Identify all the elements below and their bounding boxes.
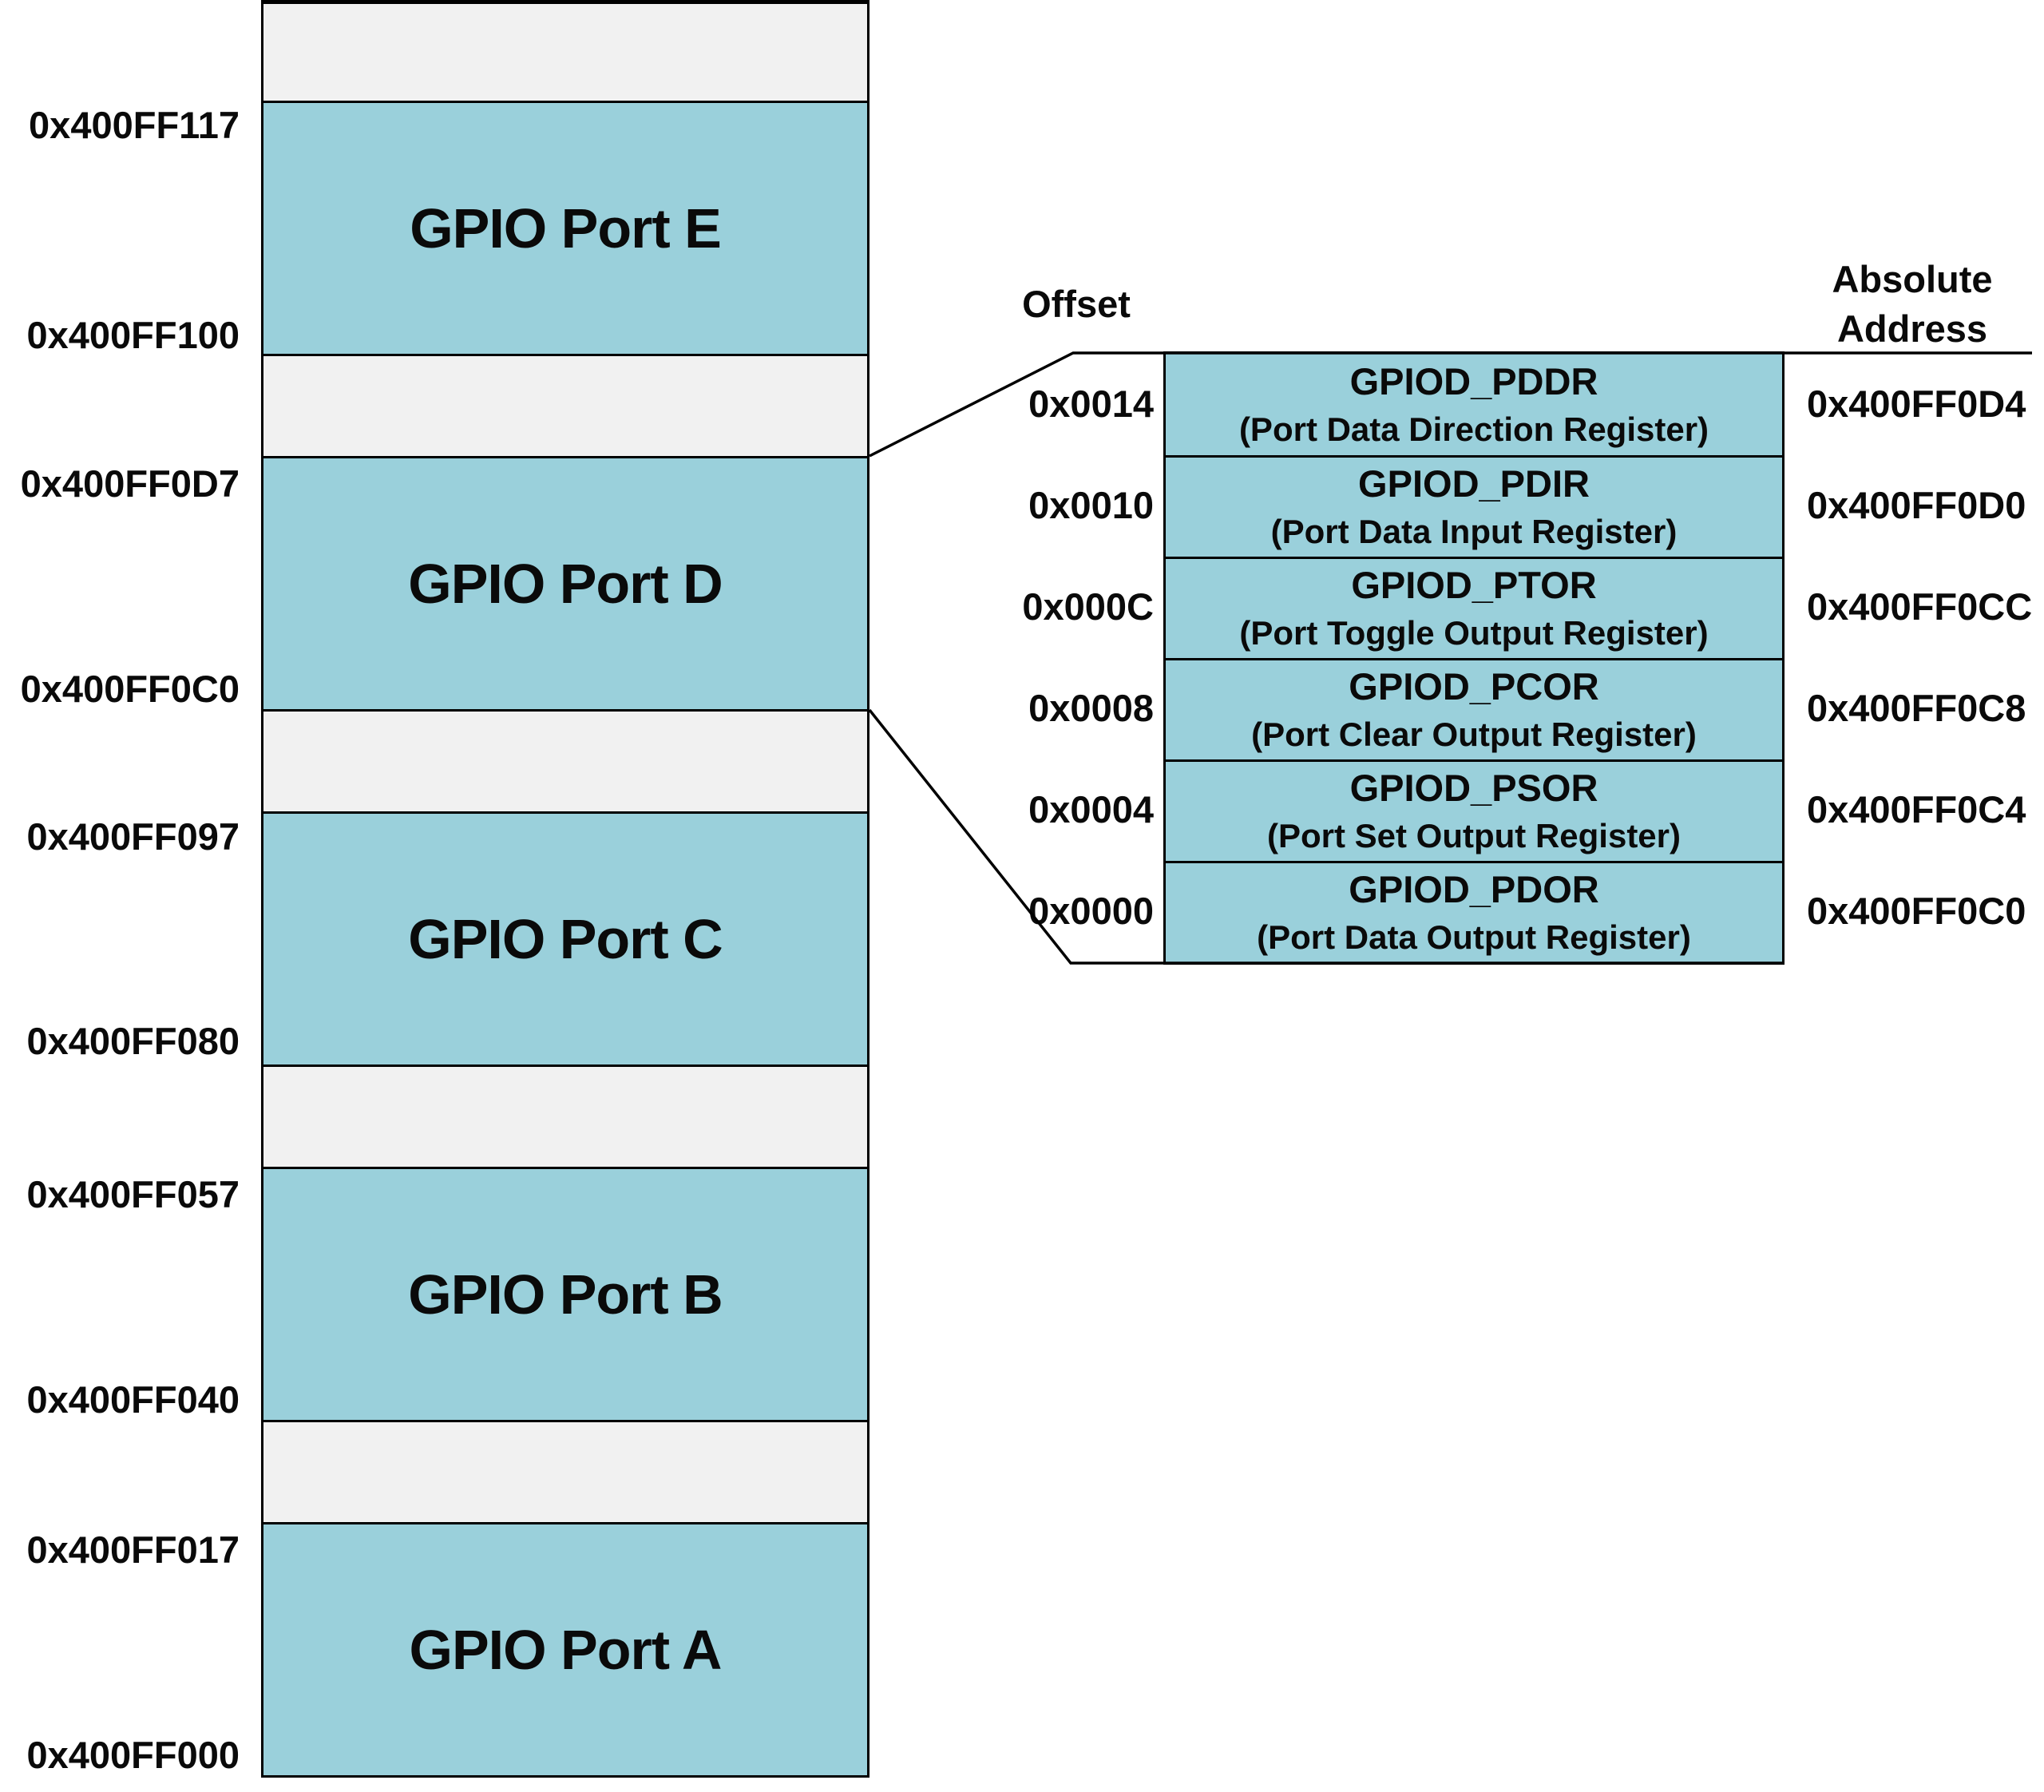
absolute-address-column-header: Absolute Address <box>1832 258 1993 350</box>
table-row-pddr: GPIOD_PDDR (Port Data Direction Register… <box>1166 354 1782 455</box>
address-label-port-d-start: 0x400FF0C0 <box>20 668 240 710</box>
register-name: GPIOD_PTOR <box>1351 564 1597 606</box>
reserved-region-top <box>263 4 867 101</box>
address-label-port-d-end: 0x400FF0D7 <box>20 462 240 505</box>
address-label-port-c-end: 0x400FF097 <box>26 815 240 858</box>
address-label-port-e-start: 0x400FF100 <box>26 314 240 356</box>
gpio-port-c-block: GPIO Port C <box>263 811 867 1064</box>
absolute-address-label: 0x400FF0D4 <box>1807 383 2026 425</box>
address-label-port-a-start: 0x400FF000 <box>26 1734 240 1776</box>
register-description: (Port Toggle Output Register) <box>1239 614 1709 652</box>
address-label-port-e-end: 0x400FF117 <box>29 104 240 146</box>
gpio-port-d-block: GPIO Port D <box>263 456 867 709</box>
gpio-port-c-label: GPIO Port C <box>408 908 723 970</box>
register-description: (Port Data Input Register) <box>1270 513 1678 550</box>
table-row-pdir: GPIOD_PDIR (Port Data Input Register) <box>1166 455 1782 557</box>
register-description: (Port Data Direction Register) <box>1238 410 1709 448</box>
offset-label: 0x000C <box>1022 585 1154 628</box>
address-label-port-a-end: 0x400FF017 <box>26 1528 240 1571</box>
register-name: GPIOD_PCOR <box>1349 665 1599 708</box>
absolute-address-label: 0x400FF0D0 <box>1807 484 2026 526</box>
table-row-psor: GPIOD_PSOR (Port Set Output Register) <box>1166 759 1782 861</box>
gpio-port-e-label: GPIO Port E <box>410 197 722 260</box>
register-name: GPIOD_PDDR <box>1349 359 1598 402</box>
offset-label: 0x0004 <box>1028 788 1154 831</box>
address-label-port-b-end: 0x400FF057 <box>26 1173 240 1215</box>
offset-label: 0x0014 <box>1028 383 1154 425</box>
register-name: GPIOD_PDOR <box>1349 868 1599 910</box>
gpio-port-e-block: GPIO Port E <box>263 101 867 354</box>
register-name: GPIOD_PSOR <box>1349 767 1598 809</box>
reserved-region <box>263 1420 867 1522</box>
reserved-region <box>263 1064 867 1167</box>
table-row-ptor: GPIOD_PTOR (Port Toggle Output Register) <box>1166 557 1782 658</box>
offset-label: 0x0000 <box>1028 890 1154 932</box>
absolute-address-label: 0x400FF0C8 <box>1807 687 2026 729</box>
gpio-port-b-label: GPIO Port B <box>408 1263 723 1326</box>
address-label-port-b-start: 0x400FF040 <box>26 1378 240 1421</box>
gpio-port-a-label: GPIO Port A <box>409 1619 723 1681</box>
port-d-register-table: GPIOD_PDDR (Port Data Direction Register… <box>1163 351 1785 965</box>
offset-label: 0x0008 <box>1028 687 1154 729</box>
offset-column-header: Offset <box>1022 283 1131 325</box>
memory-map-column: GPIO Port E GPIO Port D GPIO Port C GPIO… <box>261 0 869 1778</box>
absolute-address-label: 0x400FF0C4 <box>1807 788 2026 831</box>
reserved-region <box>263 354 867 456</box>
register-description: (Port Clear Output Register) <box>1251 716 1697 753</box>
register-name: GPIOD_PDIR <box>1358 462 1590 505</box>
absolute-address-label: 0x400FF0CC <box>1807 585 2033 628</box>
register-description: (Port Set Output Register) <box>1266 817 1681 854</box>
address-label-port-c-start: 0x400FF080 <box>26 1020 240 1062</box>
gpio-port-b-block: GPIO Port B <box>263 1167 867 1420</box>
table-row-pcor: GPIOD_PCOR (Port Clear Output Register) <box>1166 658 1782 759</box>
reserved-region <box>263 709 867 811</box>
offset-label: 0x0010 <box>1028 484 1154 526</box>
gpio-port-a-block: GPIO Port A <box>263 1522 867 1775</box>
register-description: (Port Data Output Register) <box>1257 918 1691 956</box>
gpio-port-d-label: GPIO Port D <box>408 553 723 615</box>
table-row-pdor: GPIOD_PDOR (Port Data Output Register) <box>1166 861 1782 962</box>
absolute-address-label: 0x400FF0C0 <box>1807 890 2026 932</box>
